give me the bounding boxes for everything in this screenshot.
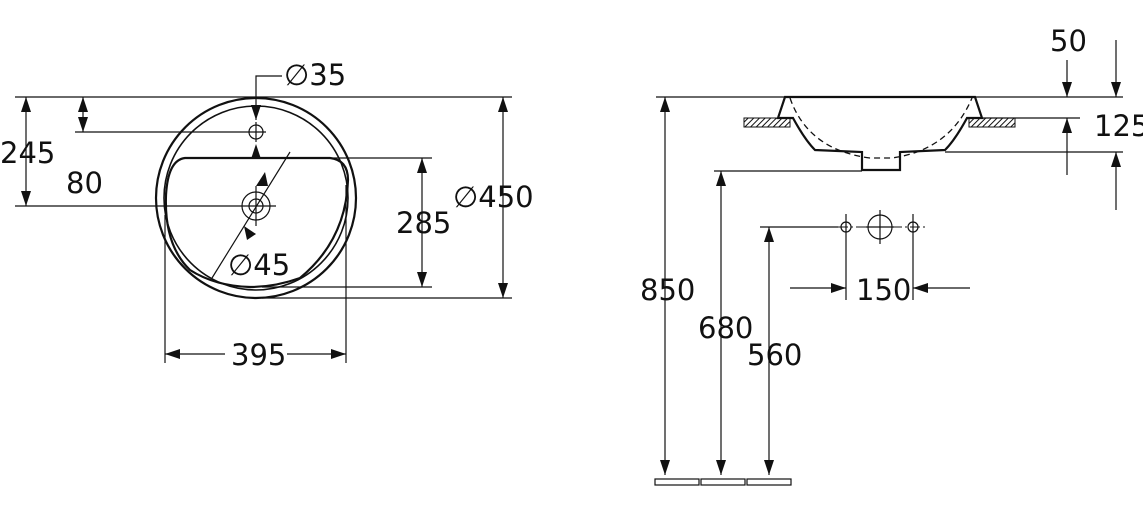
counter-right bbox=[968, 117, 1016, 128]
dim-drain-diameter: ∅45 bbox=[228, 248, 290, 282]
dim-outer-diameter: ∅450 bbox=[453, 180, 534, 214]
dim-valve-height: 560 bbox=[747, 338, 802, 372]
dim-tap-offset: 80 bbox=[66, 166, 103, 200]
dim-valve-spacing: 150 bbox=[856, 273, 911, 307]
tap-hole bbox=[246, 122, 266, 142]
basin-profile bbox=[776, 95, 984, 172]
side-view: 50 125 850 680 560 150 bbox=[640, 24, 1143, 486]
dim-tap-hole-diameter: ∅35 bbox=[284, 58, 346, 92]
dim-rim-thickness: 50 bbox=[1050, 24, 1087, 58]
bowl-outline bbox=[164, 156, 350, 289]
dim-drain-height: 680 bbox=[698, 311, 753, 345]
dim-depth-total: 245 bbox=[0, 136, 55, 170]
floor-line bbox=[654, 478, 792, 486]
dim-rim-height: 850 bbox=[640, 273, 695, 307]
dim-basin-height: 125 bbox=[1094, 109, 1143, 143]
counter-left bbox=[743, 117, 791, 128]
basin-hidden-line bbox=[789, 97, 973, 159]
dim-inner-width: 395 bbox=[231, 338, 286, 372]
top-view: ∅35 245 80 285 ∅450 ∅45 395 bbox=[0, 58, 534, 372]
dim-bowl-depth: 285 bbox=[396, 206, 451, 240]
